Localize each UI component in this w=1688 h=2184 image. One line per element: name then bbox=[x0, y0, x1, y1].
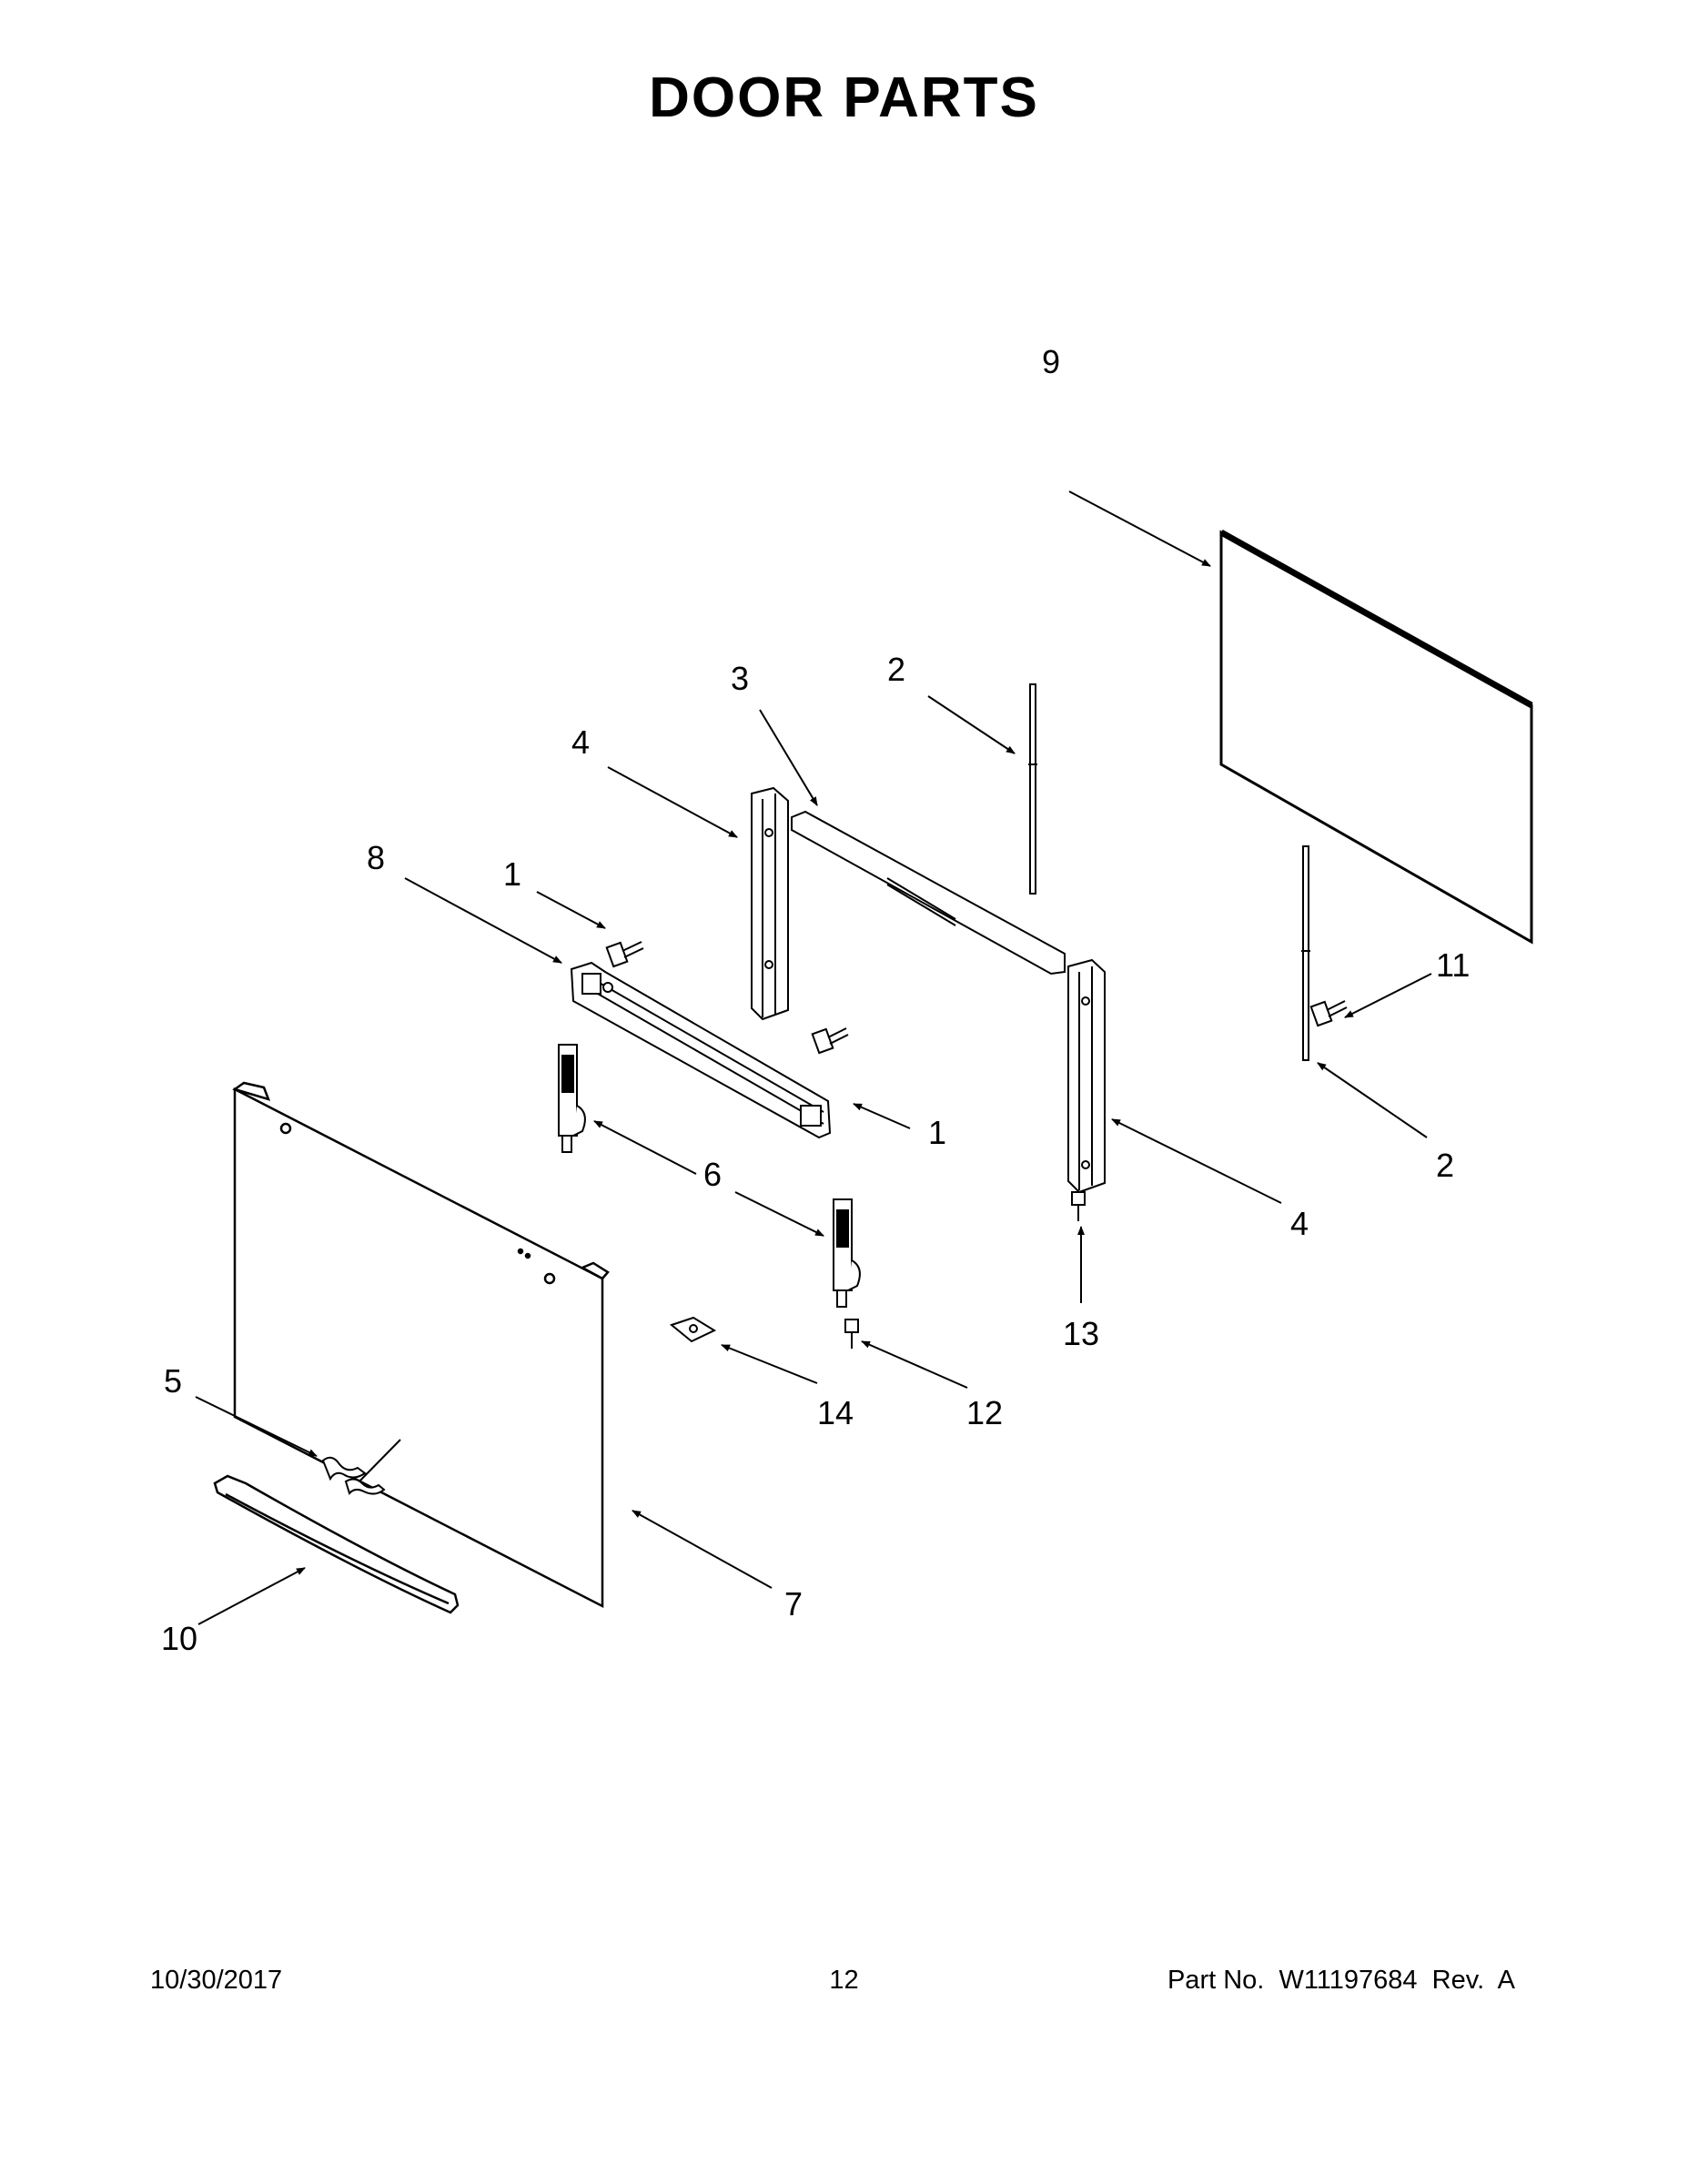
screw-hinge bbox=[844, 1319, 859, 1349]
door-clip bbox=[669, 1316, 717, 1343]
callout-2-upper: 2 bbox=[887, 651, 905, 688]
inner-glass-panel bbox=[1219, 530, 1533, 945]
footer-part-number: Part No. W11197684 Rev. A bbox=[1167, 1966, 1515, 1995]
footer-date: 10/30/2017 bbox=[150, 1966, 283, 1995]
screw-glass-bracket bbox=[1309, 1000, 1348, 1027]
glass-spacer-lower bbox=[1301, 845, 1310, 1061]
door-side-rail-left bbox=[751, 786, 789, 1021]
page-title: DOOR PARTS bbox=[649, 66, 1039, 129]
door-bottom-channel bbox=[570, 961, 832, 1139]
screw-side-rail bbox=[1071, 1191, 1086, 1221]
leader-lines bbox=[195, 490, 1432, 1625]
glass-spacer-upper bbox=[1028, 683, 1037, 895]
callout-1-lower: 1 bbox=[928, 1114, 946, 1151]
door-hinge-left bbox=[558, 1044, 586, 1153]
door-side-rail-right bbox=[1067, 958, 1106, 1194]
footer-page-number: 12 bbox=[829, 1966, 859, 1995]
outer-door-glass bbox=[232, 1081, 610, 1609]
screw-upper bbox=[605, 941, 644, 968]
callout-10: 10 bbox=[161, 1620, 197, 1657]
badge-logo bbox=[321, 1439, 401, 1496]
door-hinge-right bbox=[833, 1198, 861, 1308]
callout-7: 7 bbox=[784, 1585, 803, 1623]
callout-12: 12 bbox=[966, 1394, 1003, 1431]
callout-14: 14 bbox=[817, 1394, 854, 1431]
callout-6: 6 bbox=[703, 1156, 722, 1193]
callout-3: 3 bbox=[731, 660, 749, 697]
callout-5: 5 bbox=[164, 1362, 182, 1400]
callout-2-lower: 2 bbox=[1436, 1147, 1454, 1184]
door-handle bbox=[213, 1474, 460, 1614]
callout-4-left: 4 bbox=[571, 723, 590, 761]
door-top-rail bbox=[791, 810, 1066, 976]
callout-8: 8 bbox=[367, 839, 385, 876]
callout-1-upper: 1 bbox=[503, 855, 521, 893]
callout-4-right: 4 bbox=[1290, 1205, 1309, 1242]
callout-9: 9 bbox=[1042, 343, 1060, 380]
callout-13: 13 bbox=[1063, 1315, 1099, 1352]
screw-lower bbox=[811, 1027, 849, 1055]
callout-11: 11 bbox=[1436, 946, 1470, 984]
